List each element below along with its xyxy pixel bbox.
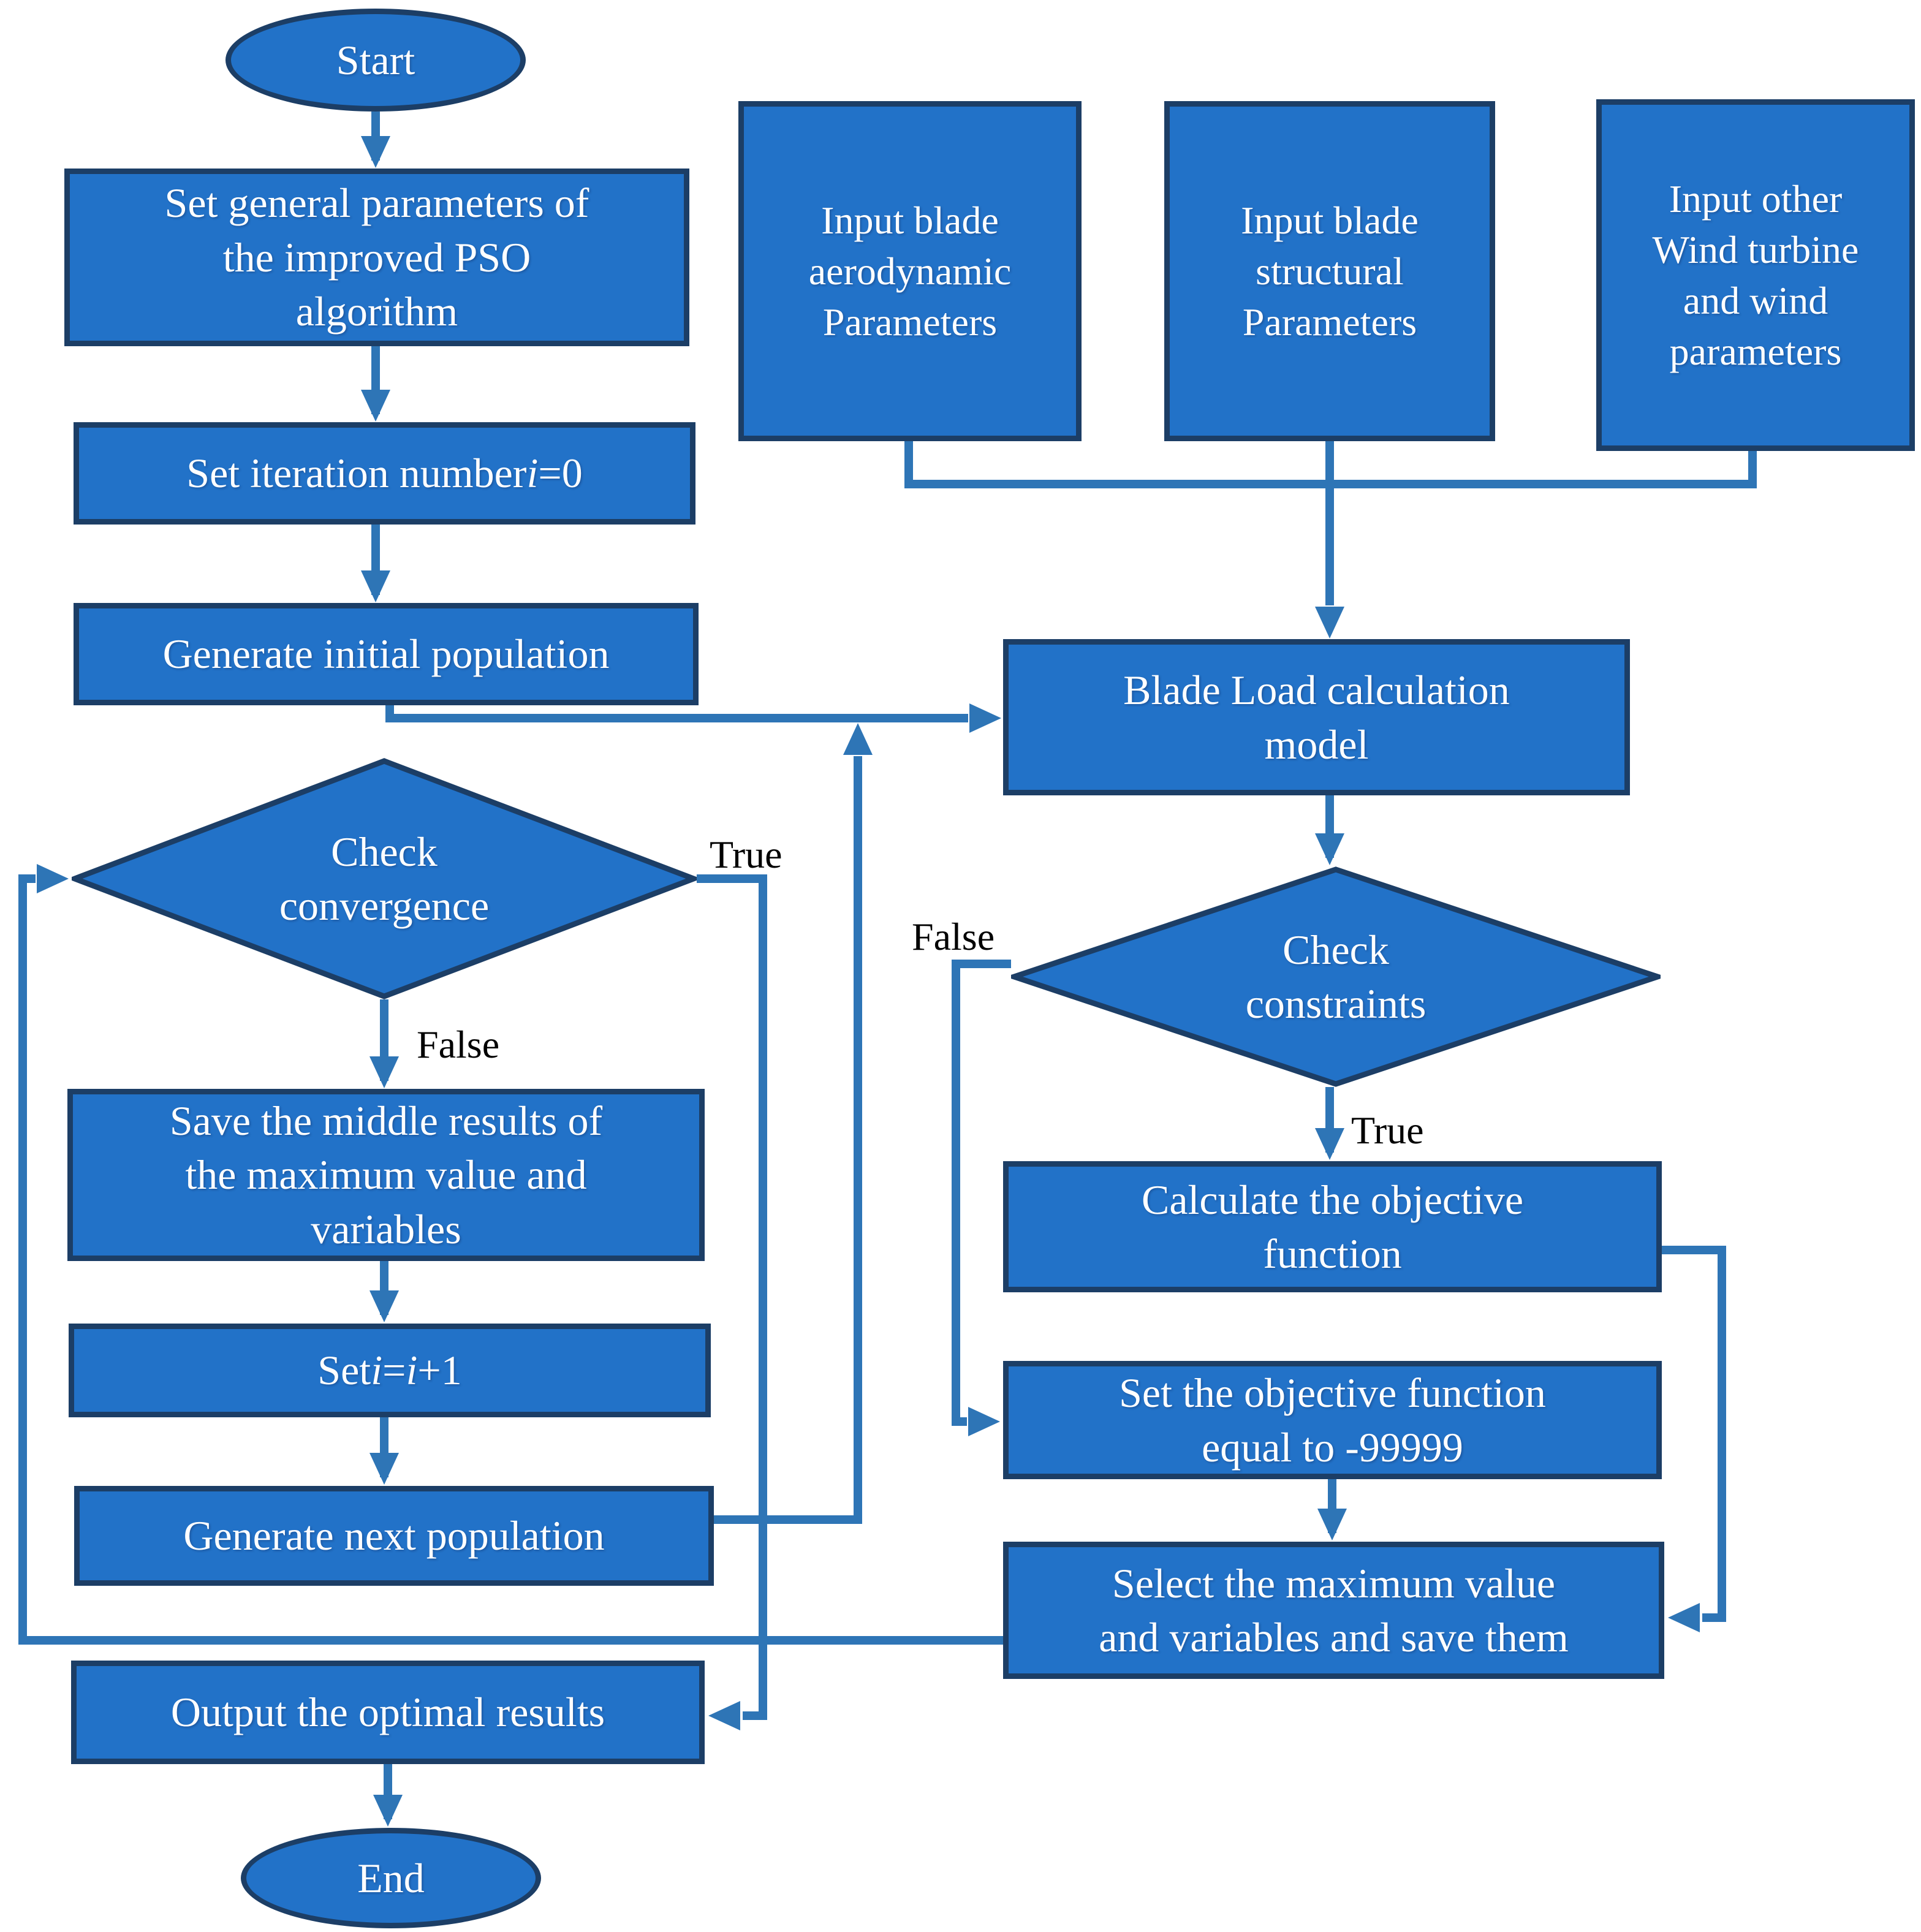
label-constraints-false: False: [912, 915, 995, 958]
node-input-blade-aerodynamic-parameters: Input blade aerodynamic Parameters: [738, 101, 1082, 441]
node-output-optimal-results: Output the optimal results: [71, 1661, 705, 1764]
node-set-general-parameters: Set general parameters of the improved P…: [64, 169, 689, 346]
arrowhead-output-right: [708, 1701, 740, 1730]
arrowhead-select-right: [1668, 1603, 1700, 1632]
node-input-blade-structural-parameters: Input blade structural Parameters: [1164, 101, 1495, 441]
arrowhead-select-top: [1317, 1509, 1347, 1540]
node-generate-initial-population: Generate initial population: [74, 603, 699, 705]
node-end: End: [241, 1828, 541, 1928]
node-generate-next-population: Generate next population: [74, 1486, 714, 1586]
arrowhead-set-objective-left: [968, 1407, 1000, 1436]
check-constraints-label: Check constraints: [1245, 926, 1427, 1027]
check-convergence-label: Check convergence: [279, 828, 490, 929]
node-start: Start: [225, 9, 526, 112]
edge-generate-initial-to-blade-load: [385, 705, 968, 722]
node-select-maximum-value: Select the maximum value and variables a…: [1003, 1542, 1664, 1679]
arrowhead-feedback-junction: [843, 723, 873, 755]
arrowhead-blade-load-left: [969, 703, 1001, 733]
arrowhead-generate-initial: [361, 570, 390, 602]
arrowhead-save-middle: [369, 1056, 399, 1088]
arrowhead-end: [373, 1795, 403, 1827]
node-input-other-wind-turbine-parameters: Input other Wind turbine and wind parame…: [1596, 99, 1915, 451]
label-convergence-true: True: [710, 833, 782, 876]
node-set-iteration-number: Set iteration number i=0: [74, 422, 695, 525]
node-blade-load-calculation-model: Blade Load calculation model: [1003, 639, 1630, 795]
edge-calc-objective-to-select: [1662, 1246, 1726, 1622]
check-constraints-diamond-shape: [1011, 866, 1661, 1087]
arrowhead-constraints-top: [1315, 833, 1344, 865]
arrowhead-convergence-left: [37, 864, 69, 893]
arrowhead-set-iteration: [361, 390, 390, 422]
node-set-objective-function: Set the objective function equal to -999…: [1003, 1361, 1662, 1479]
arrowhead-blade-load-top: [1315, 607, 1344, 638]
label-convergence-false: False: [417, 1023, 500, 1066]
edge-constraints-false: [952, 960, 1011, 1426]
arrowhead-generate-next: [369, 1453, 399, 1485]
edge-convergence-true-to-output: [697, 874, 767, 1720]
edge-select-max-to-convergence: [18, 874, 1003, 1645]
node-save-middle-results: Save the middle results of the maximum v…: [67, 1089, 705, 1261]
node-check-constraints: Check constraints: [1011, 866, 1661, 1087]
check-convergence-diamond-shape: [72, 758, 697, 999]
arrowhead-set-general: [361, 136, 390, 168]
label-constraints-true: True: [1351, 1108, 1424, 1152]
node-check-convergence: Check convergence: [72, 758, 697, 999]
node-calculate-objective-function: Calculate the objective function: [1003, 1161, 1662, 1292]
arrowhead-calc-objective: [1315, 1128, 1344, 1160]
arrowhead-set-increment: [369, 1290, 399, 1322]
node-set-i-increment: Set i=i+1: [69, 1324, 711, 1417]
